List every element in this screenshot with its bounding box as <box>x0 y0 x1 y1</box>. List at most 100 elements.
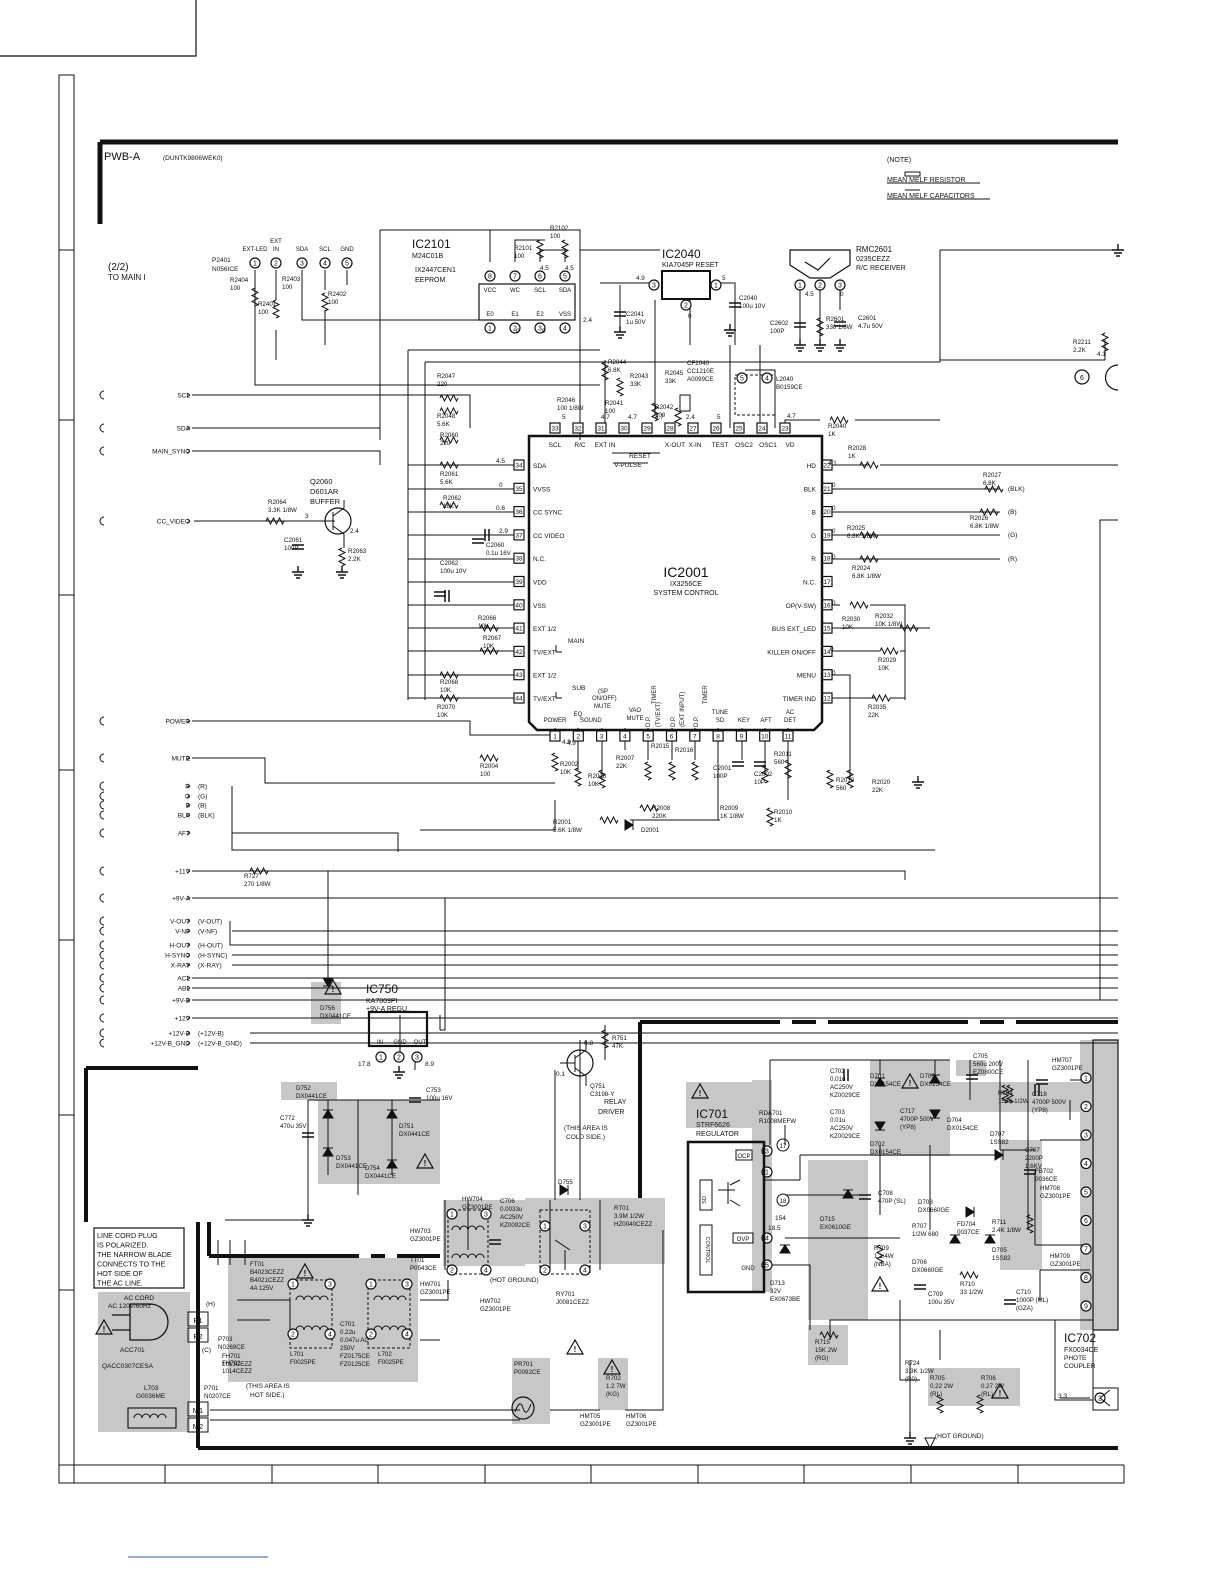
pin-number: 2 <box>397 1055 401 1062</box>
diode-symbol <box>949 1234 961 1244</box>
capacitor-symbol <box>489 1239 501 1245</box>
voltage-value: 4.5 <box>805 291 814 298</box>
component-ref: HW703 <box>410 1228 431 1235</box>
component-value: 6.8K 1/8W <box>852 573 881 580</box>
pin-box <box>513 482 525 494</box>
component-value: 100 <box>282 284 293 291</box>
resistor-symbol <box>859 554 879 564</box>
warning-icon <box>94 1318 114 1335</box>
component-ref: R2032 <box>875 613 894 620</box>
ic702-outline <box>1054 1319 1094 1401</box>
component-value: DX0154CE <box>870 1081 901 1088</box>
component-ref: R751 <box>612 1035 627 1042</box>
plug-pin-box <box>187 1327 209 1343</box>
label: OVP <box>737 1237 750 1243</box>
pin-number: 40 <box>515 602 523 609</box>
shaded-area <box>318 1100 440 1184</box>
pin-marker <box>794 279 806 291</box>
capacitor-symbol <box>859 1194 871 1200</box>
component-value: DX0154CE <box>947 1125 978 1132</box>
warning-icon <box>990 1382 1010 1399</box>
component-ref: R710 <box>960 1281 975 1288</box>
pin-number: 1 <box>543 1224 547 1231</box>
component-value: 100 <box>258 309 269 316</box>
resistor-symbol <box>1000 1084 1010 1104</box>
resistor-symbol <box>975 1394 985 1414</box>
label: VD <box>785 442 794 449</box>
component-ref: R2015 <box>651 743 670 750</box>
connector-icon <box>99 446 105 456</box>
component-value: 0.01u <box>830 1076 846 1083</box>
signal-arrow <box>186 783 191 789</box>
resistor-symbol <box>984 484 1004 494</box>
label: SCL <box>549 442 562 449</box>
transistor-symbol <box>322 500 345 548</box>
signal-arrow <box>186 755 191 761</box>
component-value: F0025PE <box>290 1359 316 1366</box>
capacitor-symbol <box>1036 1079 1048 1085</box>
resistor-symbol <box>600 1029 610 1049</box>
ocp-block <box>735 1149 753 1161</box>
pin-box <box>513 645 525 658</box>
signal-alias: (G) <box>1008 532 1017 539</box>
component-ref: R2004 <box>480 763 499 770</box>
component-value: 100P <box>284 545 298 552</box>
voltage-value: 4.1 <box>1097 351 1106 358</box>
component-value: 6.8K 1/8W <box>970 523 999 530</box>
signal-label: CC_VIDEO <box>157 519 190 526</box>
pin-number: 1 <box>1084 1076 1088 1083</box>
pin-box <box>513 599 525 611</box>
component-ref: P701 <box>204 1385 219 1392</box>
connector-icon <box>99 893 105 903</box>
component-ref: D704 <box>947 1117 962 1124</box>
component-value: KZ0029CE <box>830 1133 860 1140</box>
warning-icon <box>900 1072 920 1089</box>
component-value: 220K <box>652 813 667 820</box>
pin-number: 16 <box>823 602 831 609</box>
resistor-symbol <box>643 761 653 781</box>
label: SCL <box>319 247 331 253</box>
pin-number: 5 <box>740 376 744 383</box>
pin-marker <box>484 322 496 334</box>
warning-icon-mark: ! <box>699 1089 702 1098</box>
pin-number: 6 <box>670 734 674 741</box>
line-cord-note: CONNECTS TO THE <box>97 1260 165 1269</box>
resistor-symbol <box>439 500 459 510</box>
shaded-area <box>281 1082 337 1100</box>
pin-marker <box>834 279 846 291</box>
pin-marker <box>446 1264 458 1276</box>
component-ref: R724 <box>905 1360 920 1367</box>
voltage-value: 0 <box>542 328 546 335</box>
component-ref: C2061 <box>284 537 303 544</box>
component-value: 18K <box>443 503 455 510</box>
pin-marker <box>411 1051 423 1063</box>
label: DET <box>784 718 796 724</box>
component-value: AC250V <box>830 1084 854 1091</box>
component-value: (YP8) <box>900 1124 916 1131</box>
pin-marker <box>365 1328 377 1340</box>
component-value: GZ3001PE <box>480 1306 511 1313</box>
warning-icon-mark: ! <box>611 1365 614 1374</box>
signal-label: ABL <box>178 986 191 993</box>
voltage-value: 4.9 <box>636 275 645 282</box>
signal-label: SCL <box>177 393 190 400</box>
test-point <box>1074 369 1090 385</box>
transistor-symbol <box>1104 364 1119 391</box>
voltage-value: 4.7 <box>601 414 610 421</box>
capacitor-symbol <box>834 321 846 327</box>
connector-icon <box>99 516 105 526</box>
component-ref: R2060 <box>440 432 459 439</box>
component-value: 100 <box>550 233 561 240</box>
ground-icon <box>393 1066 405 1079</box>
area-note: HOT SIDE.) <box>250 1392 285 1399</box>
pin-marker <box>736 372 748 384</box>
pin-marker <box>480 1264 492 1276</box>
label: X-IN <box>689 442 702 449</box>
component-value: 33K <box>665 378 677 385</box>
label: EXT-LED <box>242 247 268 253</box>
component-ref: FH701 <box>222 1353 241 1360</box>
component-value: (R0) <box>905 1376 917 1383</box>
component-ref: R2025 <box>847 525 866 532</box>
pin-box <box>641 422 653 434</box>
component-value: (YP8) <box>1032 1107 1048 1114</box>
